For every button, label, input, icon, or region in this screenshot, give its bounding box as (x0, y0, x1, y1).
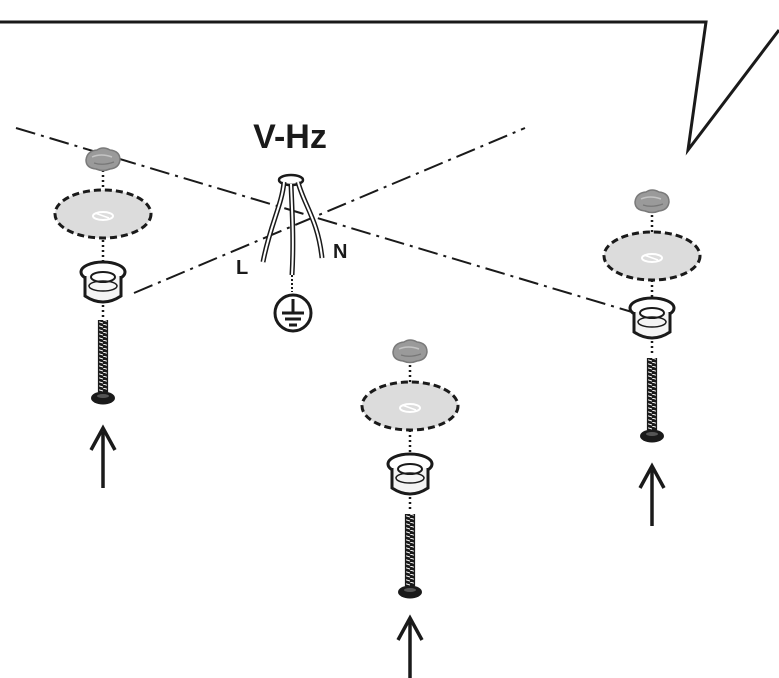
supply-voltage-label: V-Hz (253, 118, 327, 156)
wall-plug-icon (85, 147, 121, 172)
washer-icon (360, 380, 460, 432)
anchor-icon (79, 260, 127, 304)
screw-icon (397, 513, 423, 600)
live-wire-label: L (236, 257, 248, 279)
supply-cable (260, 173, 325, 292)
anchor-icon (386, 452, 434, 496)
fixing-assembly-right (602, 189, 702, 528)
washer-icon (53, 188, 153, 240)
neutral-wire-label: N (333, 241, 347, 263)
wall-plug-icon (392, 339, 428, 364)
screw-icon (90, 319, 116, 406)
screw-icon (639, 357, 665, 444)
speech-callout (0, 20, 779, 156)
up-arrow-icon (638, 464, 666, 528)
anchor-icon (628, 296, 676, 340)
alignment-line-2 (133, 127, 526, 294)
wall-plug-icon (634, 189, 670, 214)
washer-icon (602, 230, 702, 282)
up-arrow-icon (89, 426, 117, 490)
earth-ground-icon (273, 293, 313, 333)
fixing-assembly-left (53, 147, 153, 490)
fixing-assembly-middle (360, 339, 460, 678)
up-arrow-icon (396, 616, 424, 678)
